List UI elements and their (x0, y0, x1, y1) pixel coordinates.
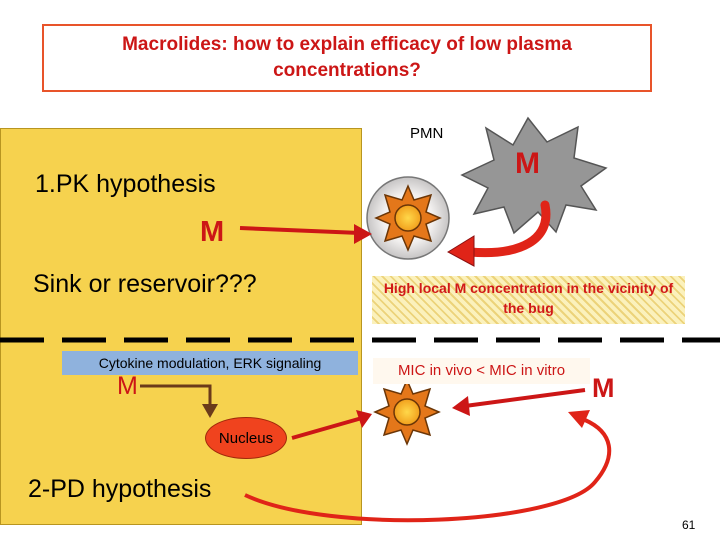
high-local-concentration-text: High local M concentration in the vicini… (383, 280, 674, 316)
bacterium-lower-icon (373, 378, 441, 446)
arrow-m-to-nucleus (140, 384, 218, 418)
arrow-large-curve (244, 410, 612, 523)
high-local-concentration-box: High local M concentration in the vicini… (372, 276, 685, 324)
page-number: 61 (682, 518, 696, 532)
bacterium-upper-icon (374, 184, 442, 252)
arrow-m-to-bacterium (452, 388, 586, 416)
macrolide-label-left: M (117, 372, 138, 400)
pmn-label: PMN (410, 125, 444, 142)
sink-reservoir-text: Sink or reservoir??? (33, 270, 257, 298)
cell-panel (0, 128, 362, 525)
arrow-star-to-pmn (446, 200, 551, 267)
macrolide-label-top: M (200, 216, 225, 248)
nucleus-label: Nucleus (218, 429, 274, 447)
explosion-star-shape (460, 116, 608, 235)
cytokine-modulation-label: Cytokine modulation, ERK signaling (62, 351, 358, 375)
macrolide-label-right: M (592, 373, 615, 403)
title-text: Macrolides: how to explain efficacy of l… (122, 34, 572, 81)
slide-title: Macrolides: how to explain efficacy of l… (42, 24, 652, 92)
pk-hypothesis-text: 1.PK hypothesis (35, 170, 216, 198)
macrolide-label-star: M (515, 147, 540, 180)
arrow-nucleus-to-bacterium (291, 410, 372, 440)
arrow-m-to-pmn (239, 224, 372, 244)
pd-hypothesis-text: 2-PD hypothesis (28, 475, 212, 503)
mic-comparison-label: MIC in vivo < MIC in vitro (373, 358, 590, 384)
nucleus: Nucleus (205, 417, 287, 459)
